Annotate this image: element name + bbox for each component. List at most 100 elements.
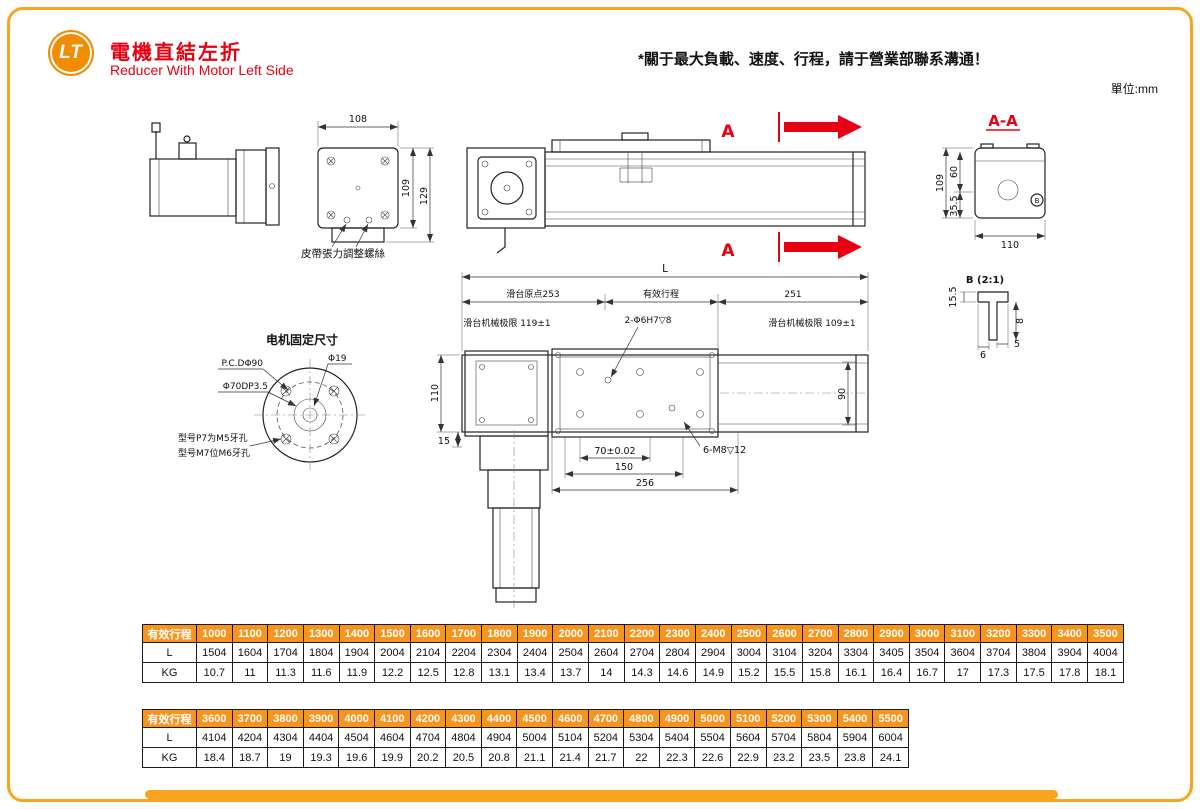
stroke-value-header: 1500 <box>374 624 411 643</box>
value-cell: 1704 <box>267 642 304 663</box>
value-cell: 2704 <box>623 642 661 663</box>
value-cell: 3405 <box>873 642 910 663</box>
stroke-value-header: 2300 <box>659 624 696 643</box>
brand-logo-text: LT <box>59 42 83 63</box>
stroke-value-header: 1700 <box>445 624 483 643</box>
stroke-value-header: 3400 <box>1051 624 1089 643</box>
belt-tension-label: 皮帶張力調整螺絲 <box>301 247 385 260</box>
value-cell: 5104 <box>551 727 589 748</box>
dim-aa-109: 109 <box>935 174 946 192</box>
dim-plan-L: L <box>662 263 668 275</box>
value-cell: 11.6 <box>302 662 340 683</box>
tap-note-1: 型号P7为M5牙孔 <box>178 432 248 444</box>
value-cell: 14.3 <box>623 662 661 683</box>
stroke-value-header: 2900 <box>873 624 910 643</box>
value-cell: 1804 <box>302 642 340 663</box>
stroke-value-header: 4200 <box>409 709 447 728</box>
stroke-value-header: 1000 <box>196 624 233 643</box>
mount-holes-label: 6-M8▽12 <box>703 445 746 456</box>
value-cell: 1504 <box>196 642 233 663</box>
stroke-header-cell: 有效行程 <box>142 709 197 728</box>
stroke-value-header: 5400 <box>836 709 874 728</box>
value-cell: 2904 <box>694 642 732 663</box>
value-cell: 4504 <box>338 727 375 748</box>
value-cell: 22.6 <box>694 747 731 768</box>
stroke-value-header: 4900 <box>658 709 696 728</box>
value-cell: 3704 <box>980 642 1017 663</box>
dim-b-5: 5 <box>1014 339 1020 350</box>
effective-stroke-label: 有效行程 <box>643 288 679 300</box>
stroke-value-header: 5200 <box>765 709 803 728</box>
value-cell: 5904 <box>836 727 874 748</box>
stroke-value-header: 3100 <box>944 624 982 643</box>
value-cell: 4804 <box>445 727 482 748</box>
value-cell: 14.9 <box>694 662 732 683</box>
stroke-value-header: 1400 <box>338 624 376 643</box>
value-cell: 13.1 <box>481 662 518 683</box>
stroke-value-header: 2200 <box>623 624 661 643</box>
stroke-value-header: 4600 <box>551 709 589 728</box>
stroke-value-header: 2500 <box>730 624 768 643</box>
stroke-value-header: 1600 <box>409 624 447 643</box>
dim-109: 109 <box>401 179 412 197</box>
value-cell: 5804 <box>801 727 838 748</box>
value-cell: 2304 <box>481 642 518 663</box>
value-cell: 22 <box>623 747 660 768</box>
value-cell: 15.2 <box>730 662 768 683</box>
detail-b-mark: B <box>1035 197 1040 205</box>
stroke-value-header: 3800 <box>267 709 304 728</box>
dowel-holes-label: 2-Φ6H7▽8 <box>625 316 672 326</box>
value-cell: 2404 <box>516 642 554 663</box>
value-cell: 4404 <box>302 727 340 748</box>
motor-mount-drawing: 电机固定尺寸 P.C.DΦ90 Φ19 Φ70DP3.5 型号P7为M5牙孔 型… <box>178 332 366 471</box>
stroke-value-header: 1900 <box>516 624 554 643</box>
plan-view-drawing: 90 110 15 70±0.02 150 256 6-M8▽12 <box>430 263 869 608</box>
value-cell: 3904 <box>1051 642 1089 663</box>
value-cell: 19.6 <box>338 747 375 768</box>
value-cell: 24.1 <box>872 747 909 768</box>
stroke-value-header: 2000 <box>552 624 590 643</box>
section-arrow-bottom <box>784 235 862 259</box>
side-view-drawing <box>149 122 280 226</box>
stroke-value-header: 4800 <box>623 709 660 728</box>
limit-left-label: 滑台机械极限 119±1 <box>463 317 550 329</box>
brand-logo: LT <box>48 30 94 76</box>
value-cell: 6004 <box>872 727 909 748</box>
dim-108: 108 <box>349 114 367 125</box>
stroke-value-header: 2800 <box>837 624 875 643</box>
dim-251: 251 <box>784 290 801 300</box>
value-cell: 12.2 <box>374 662 411 683</box>
row-label-cell: KG <box>142 662 197 683</box>
value-cell: 16.1 <box>837 662 875 683</box>
stroke-value-header: 4000 <box>338 709 375 728</box>
limit-right-label: 滑台机械极限 109±1 <box>768 317 855 329</box>
dim-aa-60: 60 <box>949 166 960 178</box>
stroke-value-header: 2100 <box>588 624 625 643</box>
value-cell: 5604 <box>729 727 767 748</box>
section-mark-a-top: A <box>721 122 735 142</box>
page-title: 電機直結左折 <box>110 42 242 64</box>
stroke-value-header: 3000 <box>908 624 946 643</box>
value-cell: 10.7 <box>196 662 233 683</box>
value-cell: 14 <box>588 662 625 683</box>
stroke-value-header: 3900 <box>302 709 340 728</box>
value-cell: 4304 <box>267 727 304 748</box>
elevation-view-drawing: A A <box>466 112 866 262</box>
section-arrow-top <box>784 115 862 139</box>
value-cell: 4004 <box>1087 642 1124 663</box>
value-cell: 13.4 <box>516 662 554 683</box>
row-label-cell: L <box>142 727 197 748</box>
value-cell: 17.5 <box>1015 662 1053 683</box>
stroke-value-header: 5500 <box>872 709 909 728</box>
value-cell: 12.5 <box>409 662 447 683</box>
dim-aa-110: 110 <box>1001 240 1019 251</box>
value-cell: 13.7 <box>552 662 590 683</box>
value-cell: 12.8 <box>445 662 483 683</box>
value-cell: 3004 <box>730 642 768 663</box>
footer-bar <box>145 790 1058 799</box>
dim-plan-150: 150 <box>615 462 633 473</box>
